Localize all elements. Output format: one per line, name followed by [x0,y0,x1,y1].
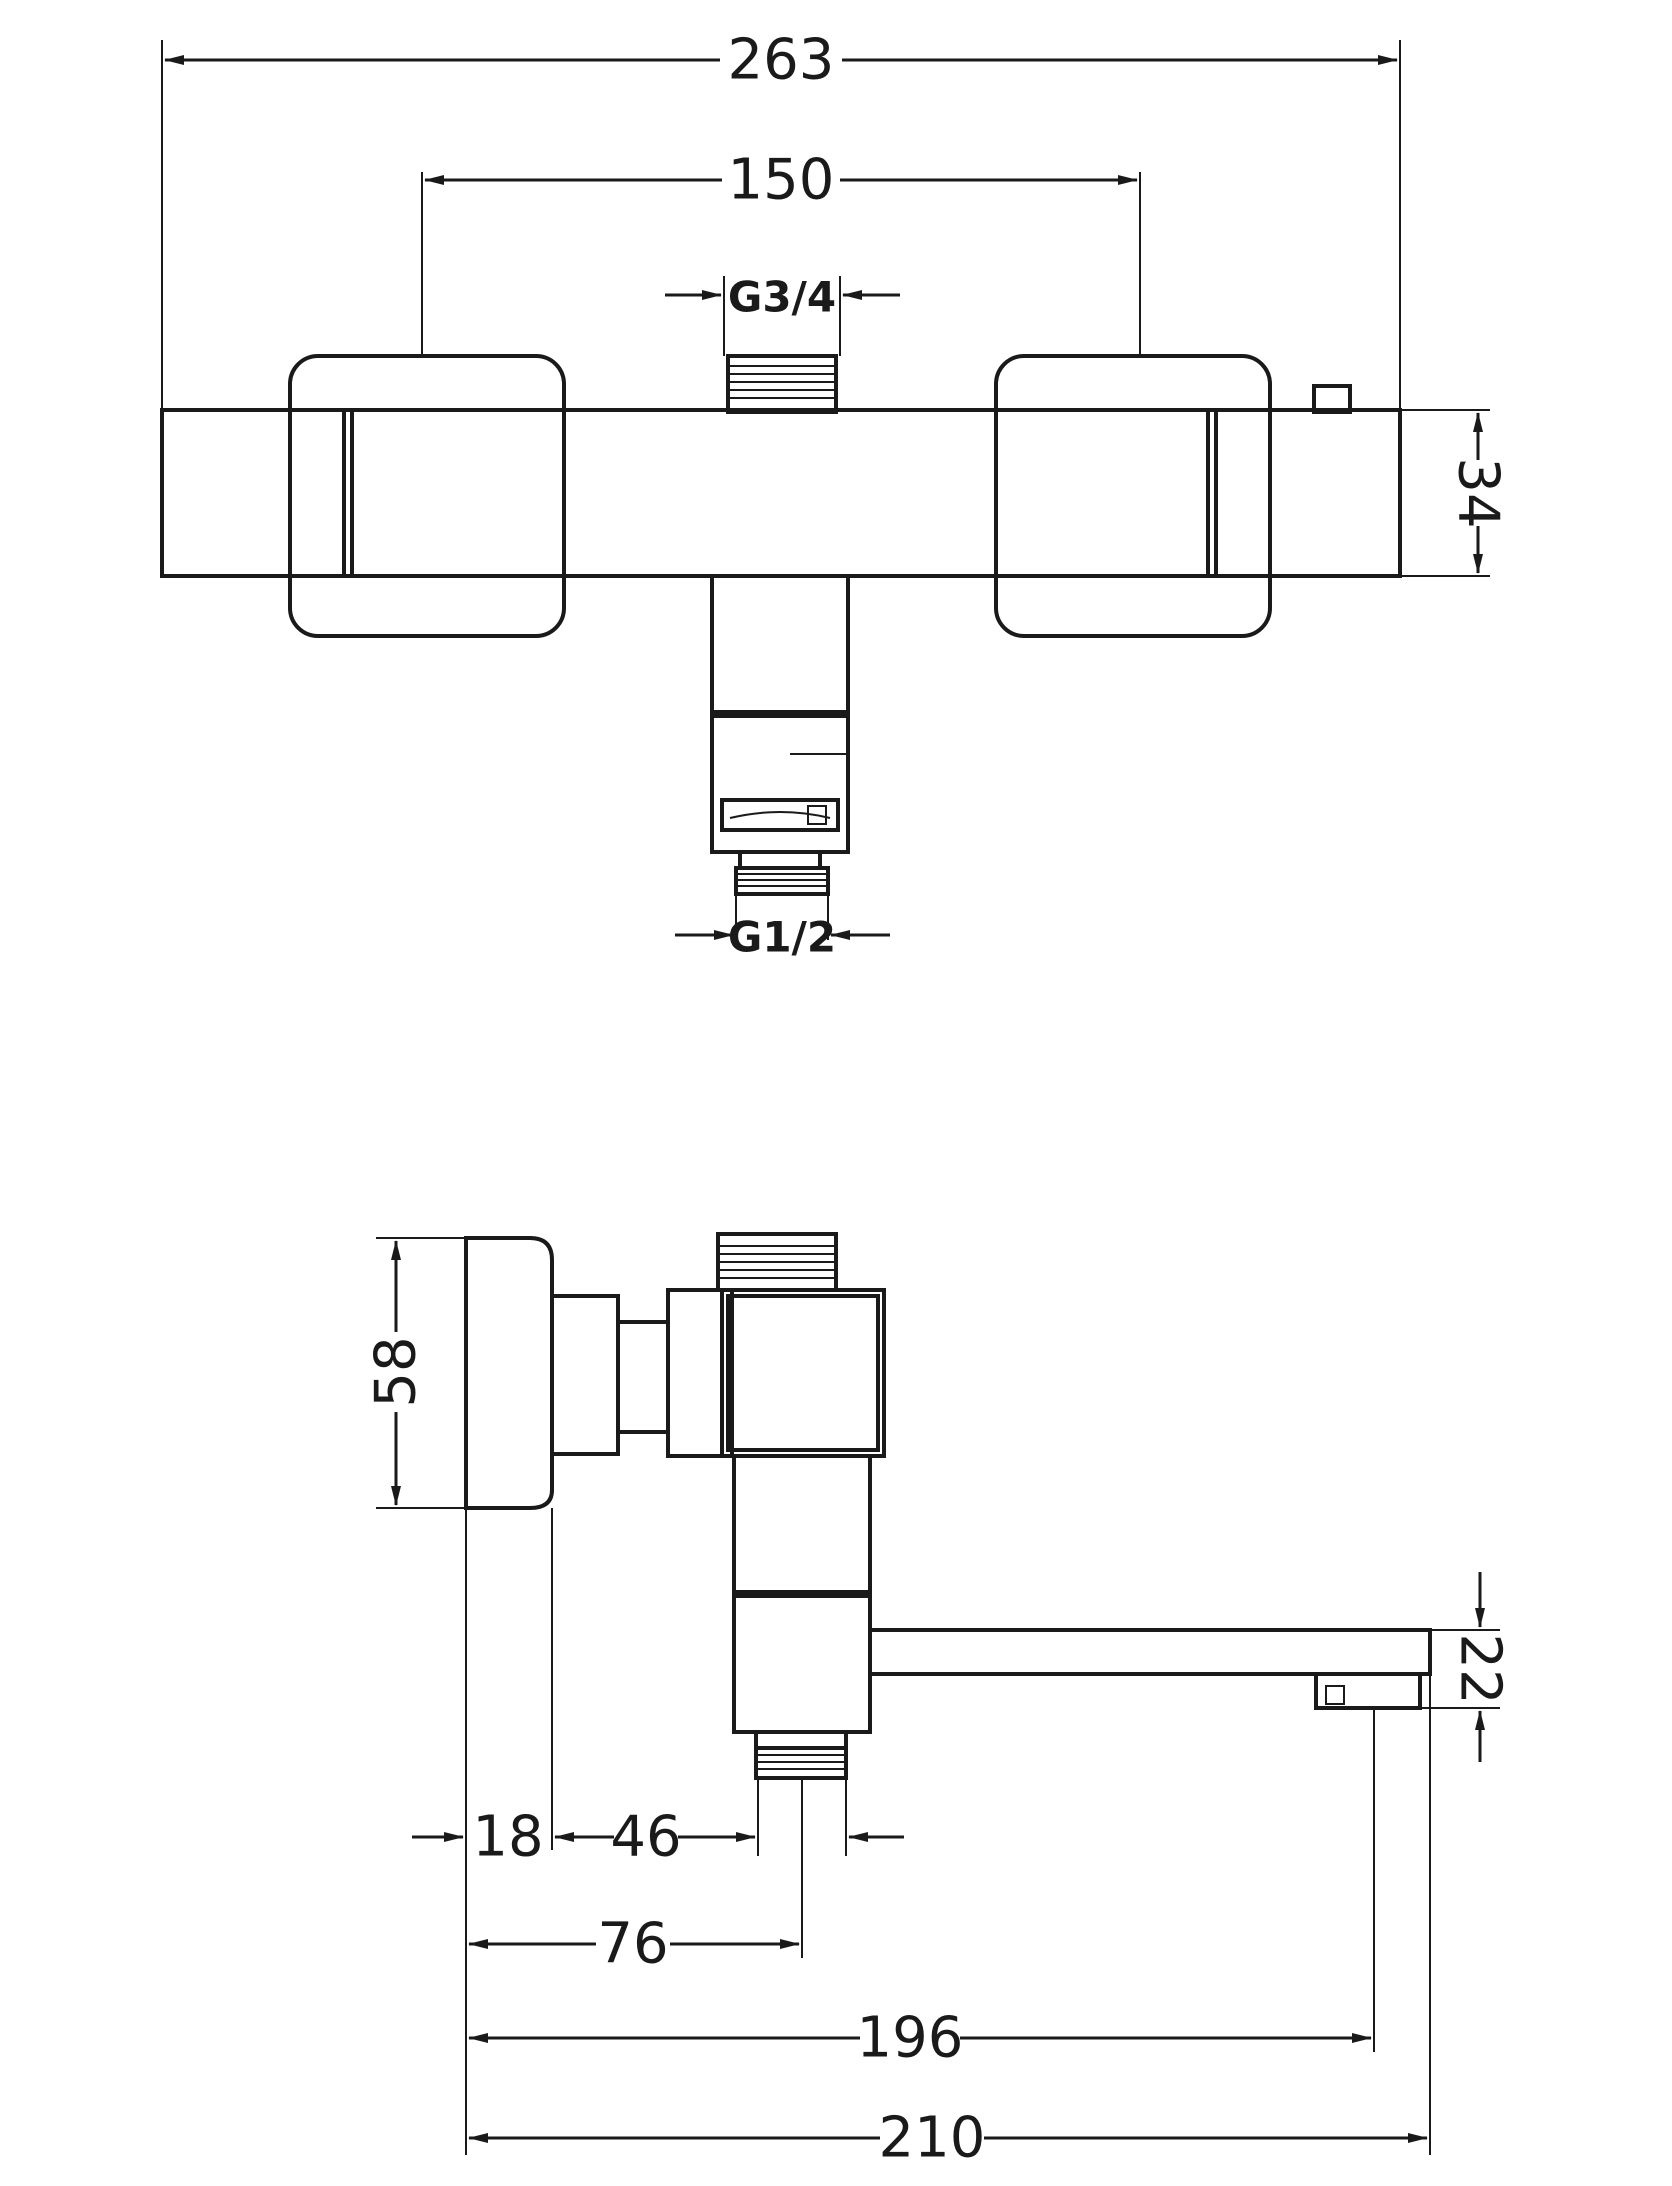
dim-label-58: 58 [364,1336,429,1407]
dimension-spout-height: 22 [1448,1572,1513,1762]
eccentric-connector [550,1294,620,1456]
dimension-handle-spacing: 150 [424,148,1138,213]
dim-label-263: 263 [728,28,835,93]
dimension-top-connection: G3/4 [665,273,900,322]
side-view: 58 [364,1232,1513,2171]
dimension-bottom-connection: G1/2 [675,913,890,962]
center-body [350,408,1210,578]
column-lower [732,1594,872,1734]
dimension-body-height: 34 [1446,412,1511,574]
mixer-body-front [160,408,1402,578]
dim-label-210: 210 [879,2106,986,2171]
thermostat-body-side [720,1288,886,1458]
dim-label-46: 46 [610,1805,681,1870]
bottom-thread-connector [734,866,830,896]
dim-label-150: 150 [728,148,835,213]
side-top-thread [716,1232,838,1292]
dimension-plate-offsets: 18 46 [412,1805,904,1870]
dim-label-34: 34 [1446,457,1511,528]
column-upper [732,1454,872,1594]
dimension-overall-depth: 210 [468,2106,1428,2171]
dimension-overall-width: 263 [164,28,1398,93]
spout-aerator [1314,1672,1422,1710]
side-bottom-thread [754,1746,848,1780]
dimension-spout-reach: 196 [468,2006,1372,2071]
dim-label-18: 18 [472,1805,543,1870]
dim-label-76: 76 [597,1912,668,1977]
dim-label-196: 196 [857,2006,964,2071]
front-view: 263 150 G3/4 34 [160,28,1511,962]
dim-label-22: 22 [1448,1633,1513,1704]
dimension-wall-plate-height: 58 [364,1240,429,1506]
outlet-front [710,574,850,870]
dim-label-g34: G3/4 [728,273,836,322]
left-handle-outline [288,354,566,638]
dim-label-g12: G1/2 [728,913,836,962]
wall-plate [464,1236,554,1510]
right-end-cap [1214,408,1402,578]
left-end-cap [160,408,346,578]
spout [868,1628,1432,1732]
top-thread-connector [726,354,838,414]
right-handle-outline [994,354,1272,638]
dimension-outlet-center: 76 [468,1912,800,1977]
